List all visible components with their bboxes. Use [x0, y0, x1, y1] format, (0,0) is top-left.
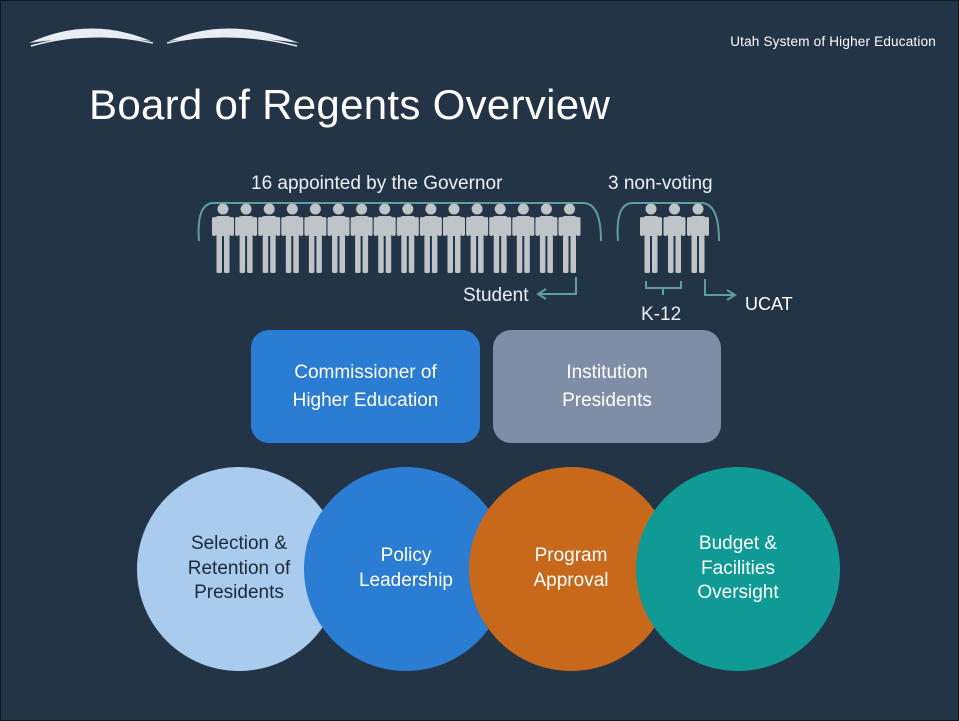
appointed-regent-figure: [304, 203, 327, 273]
nonvoting-regent-figure: [640, 203, 662, 273]
appointed-bracket: [197, 202, 602, 242]
commissioner-box: Commissioner of Higher Education: [251, 330, 480, 443]
open-book-logo: [29, 28, 299, 47]
appointed-regent-figure: [350, 203, 373, 273]
ucat-arrowhead: [726, 289, 737, 301]
circle-line: Policy: [380, 545, 432, 567]
appointed-regent-figure: [281, 203, 304, 273]
nonvoting-regent-figure: [663, 203, 686, 273]
student-arrowhead: [536, 288, 547, 300]
circle-line: Retention of: [187, 557, 291, 579]
regents-figures: [197, 202, 737, 301]
circle-line: Selection &: [190, 532, 288, 554]
circle-line: Budget &: [698, 532, 778, 554]
appointed-regent-figure: [327, 203, 350, 273]
appointed-regent-figure: [212, 203, 234, 273]
appointed-regent-figure: [443, 203, 465, 273]
student-label: Student: [463, 285, 529, 306]
student-arrow: [539, 277, 577, 295]
circle-line: Leadership: [358, 570, 454, 591]
appointed-regent-figure: [466, 203, 489, 273]
nonvoting-label: 3 non-voting: [608, 173, 713, 194]
organization-name: Utah System of Higher Education: [730, 34, 936, 49]
budget-facilities-circle: Budget & Facilities Oversight: [636, 467, 840, 671]
ucat-arrow: [704, 279, 734, 296]
appointed-regent-figure: [512, 203, 535, 273]
institution-presidents-box: Institution Presidents: [493, 330, 721, 443]
circle-line: Oversight: [697, 582, 779, 604]
appointed-regent-figure: [235, 203, 258, 273]
k12-bracket: [645, 281, 682, 295]
appointed-regent-figure: [489, 203, 512, 273]
selection-retention-circle: Selection & Retention of Presidents: [137, 467, 341, 671]
circle-line: Presidents: [194, 582, 284, 604]
circle-line: Program: [534, 545, 608, 567]
appointed-regent-figure: [419, 203, 442, 273]
nonvoting-bracket: [616, 202, 720, 242]
commissioner-line2: Higher Education: [292, 389, 439, 411]
appointed-regent-figure: [258, 203, 281, 273]
institution-line2: Presidents: [562, 389, 652, 411]
appointed-regent-figure: [396, 203, 419, 273]
commissioner-line1: Commissioner of: [294, 361, 437, 383]
appointed-label: 16 appointed by the Governor: [251, 173, 503, 194]
circle-line: Facilities: [701, 557, 775, 579]
appointed-regent-figure: [558, 203, 581, 273]
institution-line1: Institution: [566, 361, 648, 383]
nonvoting-regent-figure: [687, 203, 709, 273]
appointed-regent-figure: [535, 203, 558, 273]
appointed-regent-figure: [373, 203, 396, 273]
slide-title: Board of Regents Overview: [89, 81, 611, 128]
ucat-label: UCAT: [745, 294, 793, 314]
circle-line: Approval: [533, 570, 609, 591]
k12-label: K-12: [641, 304, 682, 325]
